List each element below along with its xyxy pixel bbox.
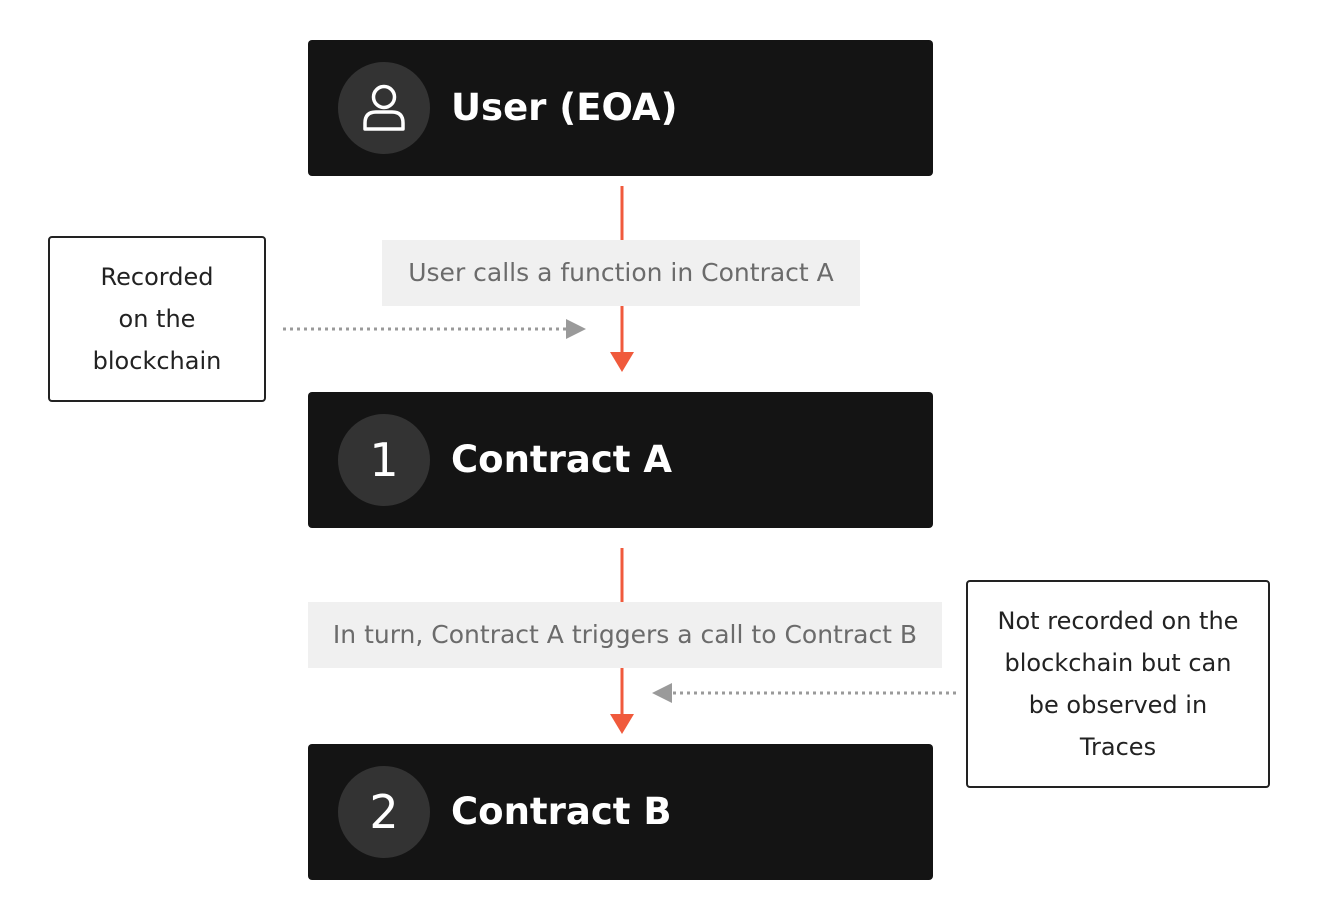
note-recorded-on-blockchain: Recorded on the blockchain: [48, 236, 266, 402]
edge-label-user-calls: User calls a function in Contract A: [382, 240, 860, 306]
note-line: be observed in: [1028, 691, 1208, 719]
node-title: Contract A: [451, 438, 672, 481]
arrowhead-contract-b: [610, 714, 634, 734]
note-line: Traces: [1079, 733, 1157, 761]
note-not-recorded-traces: Not recorded on the blockchain but can b…: [966, 580, 1270, 788]
note-line: Not recorded on the: [997, 607, 1239, 635]
node-title: Contract B: [451, 790, 672, 833]
note-line: blockchain: [92, 347, 222, 375]
step-badge: 2: [338, 766, 430, 858]
note-line: blockchain but can: [1004, 649, 1232, 677]
dotted-arrowhead-not-recorded: [652, 683, 672, 703]
user-icon: [338, 62, 430, 154]
note-line: on the: [118, 305, 196, 333]
note-line: Recorded: [100, 263, 214, 291]
node-user-eoa: User (EOA): [308, 40, 933, 176]
dotted-arrowhead-recorded: [566, 319, 586, 339]
node-contract-a: 1 Contract A: [308, 392, 933, 528]
arrowhead-contract-a: [610, 352, 634, 372]
node-contract-b: 2 Contract B: [308, 744, 933, 880]
edge-label-contract-a-triggers: In turn, Contract A triggers a call to C…: [308, 602, 942, 668]
node-title: User (EOA): [451, 86, 678, 129]
step-badge: 1: [338, 414, 430, 506]
